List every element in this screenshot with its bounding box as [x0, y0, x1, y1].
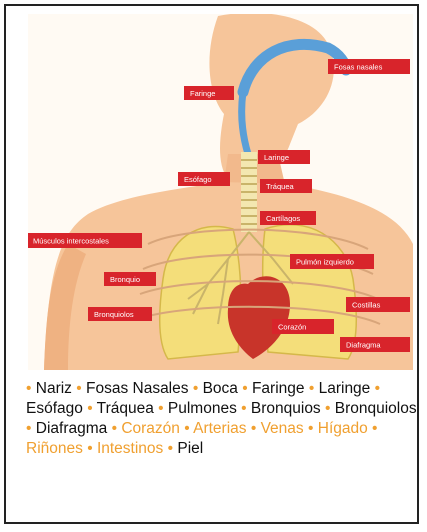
- label-bronquiolos: Bronquiolos: [88, 307, 152, 321]
- svg-text:Laringe: Laringe: [264, 153, 289, 162]
- label-faringe: Faringe: [184, 86, 234, 100]
- link-traquea[interactable]: Tráquea: [97, 400, 154, 417]
- link-piel[interactable]: Piel: [177, 440, 203, 457]
- respiratory-diagram: Fosas nasales Faringe Laringe Esófago Tr…: [28, 14, 413, 370]
- label-cartilagos: Cartílagos: [260, 211, 316, 225]
- label-esofago: Esófago: [178, 172, 230, 186]
- link-pulmones[interactable]: Pulmones: [168, 400, 237, 417]
- svg-text:Fosas nasales: Fosas nasales: [334, 63, 383, 72]
- svg-text:Corazón: Corazón: [278, 323, 306, 332]
- link-corazon[interactable]: Corazón: [121, 420, 180, 437]
- svg-text:Costillas: Costillas: [352, 301, 381, 310]
- bullet: •: [168, 440, 173, 457]
- bullet: •: [184, 420, 189, 437]
- anatomy-illustration: Fosas nasales Faringe Laringe Esófago Tr…: [28, 14, 413, 370]
- link-intestinos[interactable]: Intestinos: [97, 440, 163, 457]
- link-rinones[interactable]: Riñones: [26, 440, 83, 457]
- bullet: •: [251, 420, 256, 437]
- bullet: •: [372, 420, 377, 437]
- bullet: •: [87, 440, 92, 457]
- bullet: •: [87, 400, 92, 417]
- bullet: •: [308, 420, 313, 437]
- link-diafragma[interactable]: Diafragma: [36, 420, 108, 437]
- label-musculos-intercostales: Músculos intercostales: [28, 233, 142, 248]
- trachea: [241, 152, 257, 232]
- link-fosas-nasales[interactable]: Fosas Nasales: [86, 380, 189, 397]
- content-frame: Fosas nasales Faringe Laringe Esófago Tr…: [4, 4, 419, 524]
- bullet: •: [26, 420, 31, 437]
- bullet: •: [76, 380, 81, 397]
- link-esofago[interactable]: Esófago: [26, 400, 83, 417]
- bullet: •: [242, 380, 247, 397]
- bullet: •: [26, 380, 31, 397]
- link-nariz[interactable]: Nariz: [36, 380, 72, 397]
- link-venas[interactable]: Venas: [261, 420, 304, 437]
- label-pulmon-izquierdo: Pulmón izquierdo: [290, 254, 374, 269]
- bullet: •: [325, 400, 330, 417]
- label-fosas-nasales: Fosas nasales: [328, 59, 410, 74]
- link-higado[interactable]: Hígado: [318, 420, 368, 437]
- label-traquea: Tráquea: [260, 179, 312, 193]
- svg-text:Pulmón izquierdo: Pulmón izquierdo: [296, 258, 354, 267]
- link-faringe[interactable]: Faringe: [252, 380, 305, 397]
- label-diafragma: Diafragma: [340, 337, 410, 352]
- link-bronquios[interactable]: Bronquios: [251, 400, 321, 417]
- svg-text:Tráquea: Tráquea: [266, 182, 294, 191]
- link-boca[interactable]: Boca: [203, 380, 238, 397]
- svg-text:Faringe: Faringe: [190, 89, 215, 98]
- svg-text:Diafragma: Diafragma: [346, 341, 381, 350]
- svg-text:Bronquio: Bronquio: [110, 275, 140, 284]
- bullet: •: [309, 380, 314, 397]
- svg-text:Bronquiolos: Bronquiolos: [94, 310, 134, 319]
- label-corazon: Corazón: [272, 319, 334, 334]
- bullet: •: [112, 420, 117, 437]
- label-bronquio: Bronquio: [104, 272, 156, 286]
- link-arterias[interactable]: Arterias: [193, 420, 246, 437]
- bullet: •: [158, 400, 163, 417]
- svg-text:Músculos intercostales: Músculos intercostales: [33, 237, 109, 246]
- bullet: •: [241, 400, 246, 417]
- label-laringe: Laringe: [258, 150, 310, 164]
- svg-text:Esófago: Esófago: [184, 175, 212, 184]
- link-bronquiolos[interactable]: Bronquiolos: [335, 400, 417, 417]
- label-costillas: Costillas: [346, 297, 410, 312]
- svg-text:Cartílagos: Cartílagos: [266, 214, 300, 223]
- link-laringe[interactable]: Laringe: [319, 380, 371, 397]
- organ-link-list: • Nariz • Fosas Nasales • Boca • Faringe…: [26, 379, 418, 459]
- bullet: •: [193, 380, 198, 397]
- bullet: •: [375, 380, 380, 397]
